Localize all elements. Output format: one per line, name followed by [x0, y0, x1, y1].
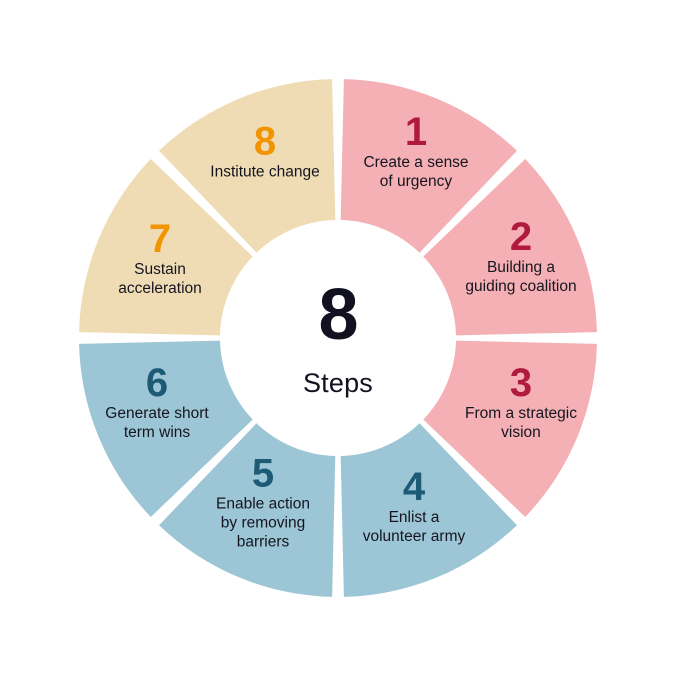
wheel-segment-5[interactable] — [159, 423, 336, 597]
wheel-segment-6[interactable] — [79, 340, 253, 517]
wheel-segment-7[interactable] — [79, 159, 253, 336]
wheel-segment-3[interactable] — [423, 340, 597, 517]
wheel-segment-2[interactable] — [423, 159, 597, 336]
wheel-center-hub: 8 Steps — [222, 222, 454, 454]
wheel-segment-4[interactable] — [340, 423, 517, 597]
wheel-segment-1[interactable] — [340, 79, 517, 253]
wheel-segment-8[interactable] — [159, 79, 336, 253]
center-caption: Steps — [302, 368, 374, 398]
center-number: 8 — [318, 275, 358, 355]
